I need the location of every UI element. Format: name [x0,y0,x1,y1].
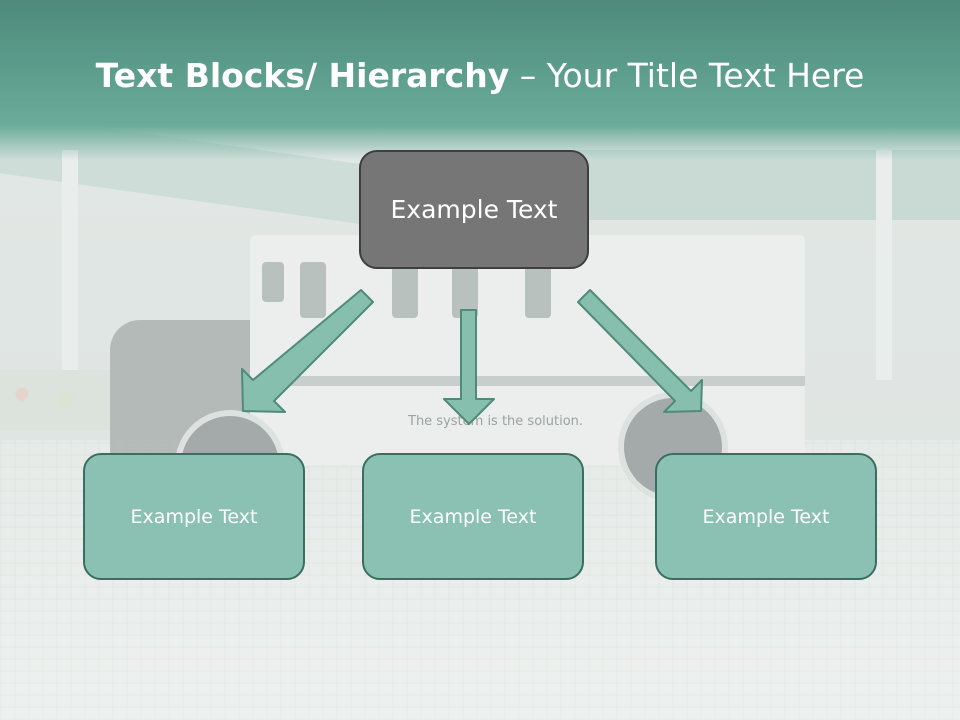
child-box-left[interactable]: Example Text [83,453,305,580]
arrow-center [443,309,495,425]
child-box-label: Example Text [409,505,537,528]
background-tagline: The system is the solution. [408,414,584,429]
slide-title-bold: Text Blocks/ Hierarchy [95,56,510,95]
title-band [0,0,960,160]
child-box-label: Example Text [702,505,830,528]
arrow-right [577,289,703,413]
root-box-label: Example Text [390,195,558,224]
slide-title-rest: – Your Title Text Here [509,56,865,95]
root-box[interactable]: Example Text [359,150,589,269]
arrow-left [241,289,374,413]
child-box-right[interactable]: Example Text [655,453,877,580]
slide-title: Text Blocks/ Hierarchy – Your Title Text… [0,56,960,95]
child-box-center[interactable]: Example Text [362,453,584,580]
child-box-label: Example Text [130,505,258,528]
